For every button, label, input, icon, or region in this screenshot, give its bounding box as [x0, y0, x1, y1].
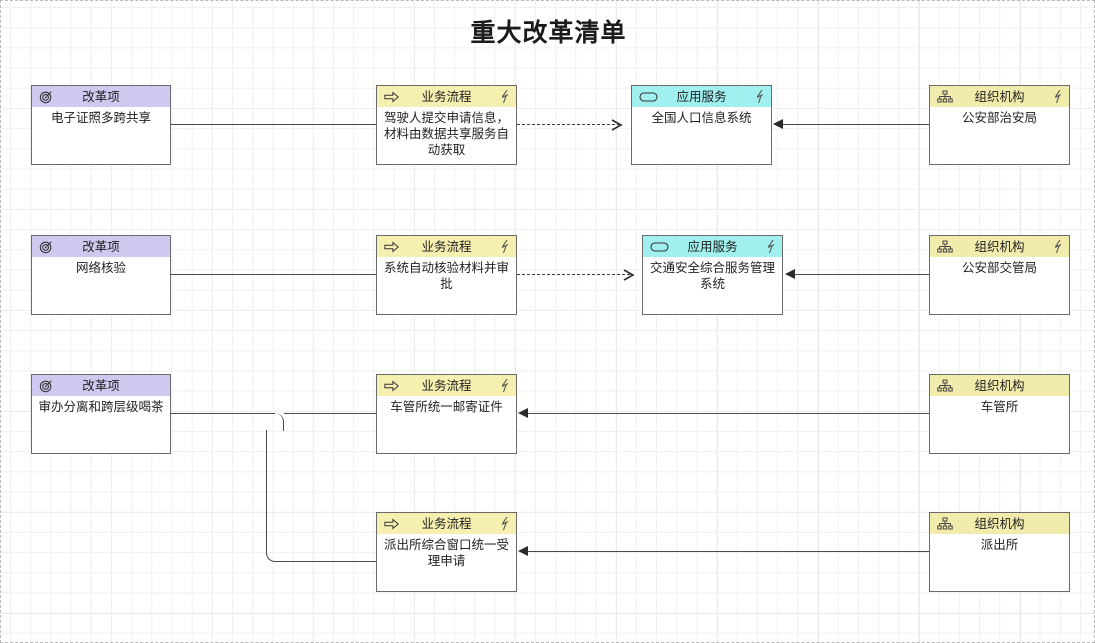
- node-type-label: 业务流程: [421, 88, 472, 104]
- arrow-right-icon: [384, 86, 400, 107]
- arrowhead-filled-left-1: [773, 119, 783, 129]
- node-body-text: 全国人口信息系统: [651, 110, 752, 125]
- node-body-text: 审办分离和跨层级喝茶: [38, 399, 164, 414]
- node-header: 业务流程: [377, 236, 516, 257]
- arrow-right-icon: [384, 513, 400, 534]
- node-header: 应用服务: [632, 86, 771, 107]
- node-org4[interactable]: 组织机构 派出所: [929, 512, 1070, 592]
- node-body-text: 车管所: [980, 399, 1019, 414]
- node-body-text: 派出所综合窗口统一受理申请: [383, 537, 509, 568]
- node-service1[interactable]: 应用服务 全国人口信息系统: [631, 85, 772, 165]
- arrowhead-filled-left-4: [518, 546, 528, 556]
- connector-reform3-process3: [171, 413, 275, 414]
- connector-org3-process3: [528, 413, 929, 414]
- node-body-text: 派出所: [980, 537, 1019, 552]
- node-reform2[interactable]: 改革项 网络核验: [31, 235, 171, 315]
- node-org3[interactable]: 组织机构 车管所: [929, 374, 1070, 454]
- connector-org2-service2: [795, 274, 929, 275]
- flash-icon: [1054, 236, 1063, 257]
- node-process1[interactable]: 业务流程 驾驶人提交申请信息，材料由数据共享服务自动获取: [376, 85, 517, 165]
- node-type-label: 应用服务: [676, 88, 727, 104]
- node-body-text: 公安部治安局: [961, 110, 1037, 125]
- node-header: 业务流程: [377, 375, 516, 396]
- connector-reform3-process3-tail: [284, 413, 376, 414]
- rounded-rect-icon: [639, 86, 659, 107]
- node-header: 应用服务: [643, 236, 782, 257]
- arrowhead-open-right-2: [621, 267, 637, 283]
- node-body-text: 车管所统一邮寄证件: [390, 399, 503, 414]
- arrow-right-icon: [384, 375, 400, 396]
- node-header: 改革项: [32, 236, 170, 257]
- node-type-label: 组织机构: [974, 238, 1025, 254]
- node-type-label: 业务流程: [421, 515, 472, 531]
- node-service2[interactable]: 应用服务 交通安全综合服务管理系统: [642, 235, 783, 315]
- org-chart-icon: [937, 236, 953, 257]
- connector-org4-process4: [528, 551, 929, 552]
- node-type-label: 应用服务: [687, 238, 738, 254]
- node-org1[interactable]: 组织机构 公安部治安局: [929, 85, 1070, 165]
- connector-reform1-process1: [171, 124, 376, 125]
- connector-elbow-top: [266, 413, 284, 431]
- node-reform3[interactable]: 改革项 审办分离和跨层级喝茶: [31, 374, 171, 454]
- node-type-label: 改革项: [82, 377, 120, 393]
- page-title: 重大改革清单: [470, 18, 627, 47]
- node-process3[interactable]: 业务流程 车管所统一邮寄证件: [376, 374, 517, 454]
- node-header: 改革项: [32, 86, 170, 107]
- node-header: 业务流程: [377, 86, 516, 107]
- flash-icon: [756, 86, 765, 107]
- connector-reform3-process4-vertical: [266, 430, 267, 545]
- target-icon: [39, 375, 53, 396]
- connector-reform3-process4-horizontal: [283, 561, 376, 562]
- node-body-text: 系统自动核验材料并审批: [383, 260, 509, 291]
- connector-reform2-process2: [171, 274, 376, 275]
- node-process2[interactable]: 业务流程 系统自动核验材料并审批: [376, 235, 517, 315]
- node-org2[interactable]: 组织机构 公安部交管局: [929, 235, 1070, 315]
- arrowhead-open-right-1: [609, 117, 625, 133]
- node-header: 改革项: [32, 375, 170, 396]
- node-header: 业务流程: [377, 513, 516, 534]
- node-reform1[interactable]: 改革项 电子证照多跨共享: [31, 85, 171, 165]
- flash-icon: [501, 513, 510, 534]
- node-type-label: 改革项: [82, 88, 120, 104]
- node-body-text: 公安部交管局: [961, 260, 1037, 275]
- node-header: 组织机构: [930, 513, 1069, 534]
- node-type-label: 组织机构: [974, 515, 1025, 531]
- arrowhead-filled-left-3: [518, 408, 528, 418]
- target-icon: [39, 86, 53, 107]
- flash-icon: [767, 236, 776, 257]
- node-type-label: 组织机构: [974, 88, 1025, 104]
- node-type-label: 业务流程: [421, 238, 472, 254]
- connector-org1-service1: [783, 124, 929, 125]
- connector-process2-service2: [517, 274, 630, 275]
- org-chart-icon: [937, 375, 953, 396]
- node-type-label: 组织机构: [974, 377, 1025, 393]
- flash-icon: [501, 86, 510, 107]
- node-body-text: 电子证照多跨共享: [50, 110, 151, 125]
- node-type-label: 业务流程: [421, 377, 472, 393]
- node-process4[interactable]: 业务流程 派出所综合窗口统一受理申请: [376, 512, 517, 592]
- arrowhead-filled-left-2: [785, 269, 795, 279]
- node-header: 组织机构: [930, 236, 1069, 257]
- flash-icon: [501, 375, 510, 396]
- org-chart-icon: [937, 86, 953, 107]
- target-icon: [39, 236, 53, 257]
- node-header: 组织机构: [930, 86, 1069, 107]
- rounded-rect-icon: [650, 236, 670, 257]
- flash-icon: [501, 236, 510, 257]
- node-body-text: 网络核验: [75, 260, 126, 275]
- node-body-text: 驾驶人提交申请信息，材料由数据共享服务自动获取: [383, 110, 509, 157]
- node-header: 组织机构: [930, 375, 1069, 396]
- arrow-right-icon: [384, 236, 400, 257]
- node-type-label: 改革项: [82, 238, 120, 254]
- node-body-text: 交通安全综合服务管理系统: [649, 260, 775, 291]
- connector-process1-service1: [517, 124, 620, 125]
- org-chart-icon: [937, 513, 953, 534]
- connector-elbow-bottom: [266, 544, 284, 562]
- flash-icon: [1054, 86, 1063, 107]
